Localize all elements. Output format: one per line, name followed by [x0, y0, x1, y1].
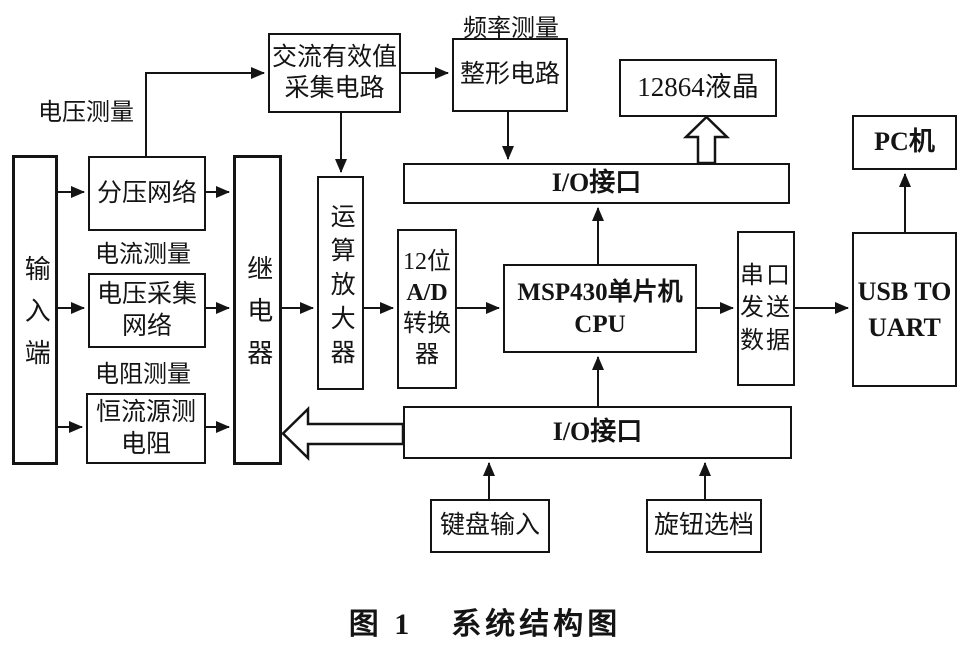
block-io-interface-bottom: I/O接口 — [403, 406, 792, 459]
hollow-arrow-io-to-lcd — [682, 115, 731, 165]
block-lcd-12864: 12864液晶 — [619, 59, 777, 117]
block-line: 网络 — [121, 312, 172, 340]
block-line: A/D — [406, 279, 448, 306]
block-keyboard-input: 键盘输入 — [430, 499, 550, 553]
figure-caption: 图 1 系统结构图 — [0, 599, 970, 643]
block-serial-send: 串口 发送 数据 — [737, 231, 795, 386]
block-line: 电阻 — [120, 430, 171, 458]
block-line: 交流有效值 — [271, 43, 397, 71]
block-shaping-circuit: 整形电路 — [452, 38, 568, 112]
block-line: 转换 — [403, 311, 451, 337]
block-line: 采集电路 — [284, 75, 385, 102]
block-line: 恒流源测 — [95, 399, 196, 427]
block-op-amp: 运算放大器 — [317, 176, 364, 390]
label-current-measurement: 电流测量 — [95, 242, 191, 268]
block-line: 12位 — [403, 248, 451, 275]
block-msp430-cpu: MSP430单片机 CPU — [503, 264, 697, 353]
block-voltage-acquisition: 电压采集 网络 — [88, 273, 206, 348]
block-io-interface-top: I/O接口 — [403, 163, 790, 204]
block-pc: PC机 — [852, 115, 957, 170]
block-input-terminal: 输入端 — [12, 155, 58, 465]
block-line: UART — [868, 312, 941, 342]
hollow-arrow-io-to-relay — [281, 406, 405, 461]
figure-caption-title: 系统结构图 — [451, 608, 622, 641]
arrow-divider-to-acrms — [145, 67, 265, 156]
label-resistance-measurement: 电阻测量 — [95, 362, 191, 388]
block-line: 电压采集 — [96, 281, 197, 309]
block-line: USB TO — [857, 277, 952, 307]
block-knob-selector: 旋钮选档 — [646, 499, 762, 553]
label-voltage-measurement: 电压测量 — [38, 100, 134, 126]
block-line: 数据 — [740, 327, 792, 354]
block-relay: 继电器 — [233, 155, 282, 465]
block-voltage-divider: 分压网络 — [88, 156, 206, 231]
block-adc: 12位 A/D 转换 器 — [397, 229, 457, 389]
block-line: MSP430单片机 — [517, 279, 683, 307]
block-constant-current-resistance: 恒流源测 电阻 — [86, 393, 206, 464]
block-line: 串口 — [740, 262, 792, 289]
figure-caption-number: 图 1 — [348, 608, 414, 641]
block-line: CPU — [574, 310, 626, 338]
block-usb-to-uart: USB TO UART — [852, 232, 957, 387]
block-line: 器 — [415, 342, 439, 369]
label-frequency-measurement: 频率测量 — [463, 16, 559, 42]
block-ac-rms-circuit: 交流有效值 采集电路 — [268, 33, 401, 113]
block-line: 发送 — [740, 295, 792, 322]
